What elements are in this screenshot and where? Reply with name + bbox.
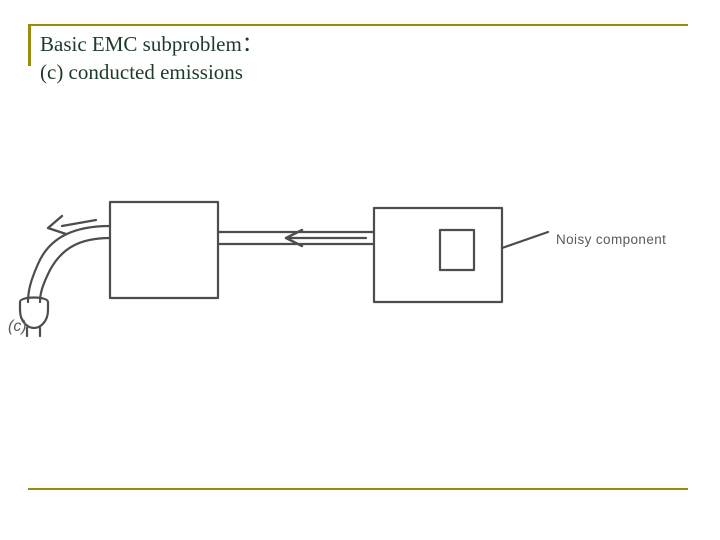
noisy-component-inner-box (438, 228, 476, 272)
conducted-emissions-figure: Noisy component (c) (0, 170, 720, 370)
equipment-box (108, 200, 220, 300)
page-title: Basic EMC subproblem： (c) conducted emis… (40, 32, 263, 84)
leader-line (500, 230, 550, 250)
emission-arrow-cord-head (46, 214, 68, 236)
power-cord-curve-inner (38, 236, 112, 304)
footer-rule (28, 488, 688, 490)
emission-arrow-cable-head (284, 228, 304, 248)
power-plug-body (18, 296, 50, 330)
noisy-equipment-box (372, 206, 504, 304)
title-left-accent-bar (28, 24, 31, 66)
panel-letter-label: (c) (8, 318, 27, 335)
emission-arrow-cord-shaft (60, 218, 98, 228)
power-cord-curve-outer (26, 224, 112, 304)
noisy-component-label: Noisy component (556, 232, 667, 247)
title-top-rule (28, 24, 688, 26)
